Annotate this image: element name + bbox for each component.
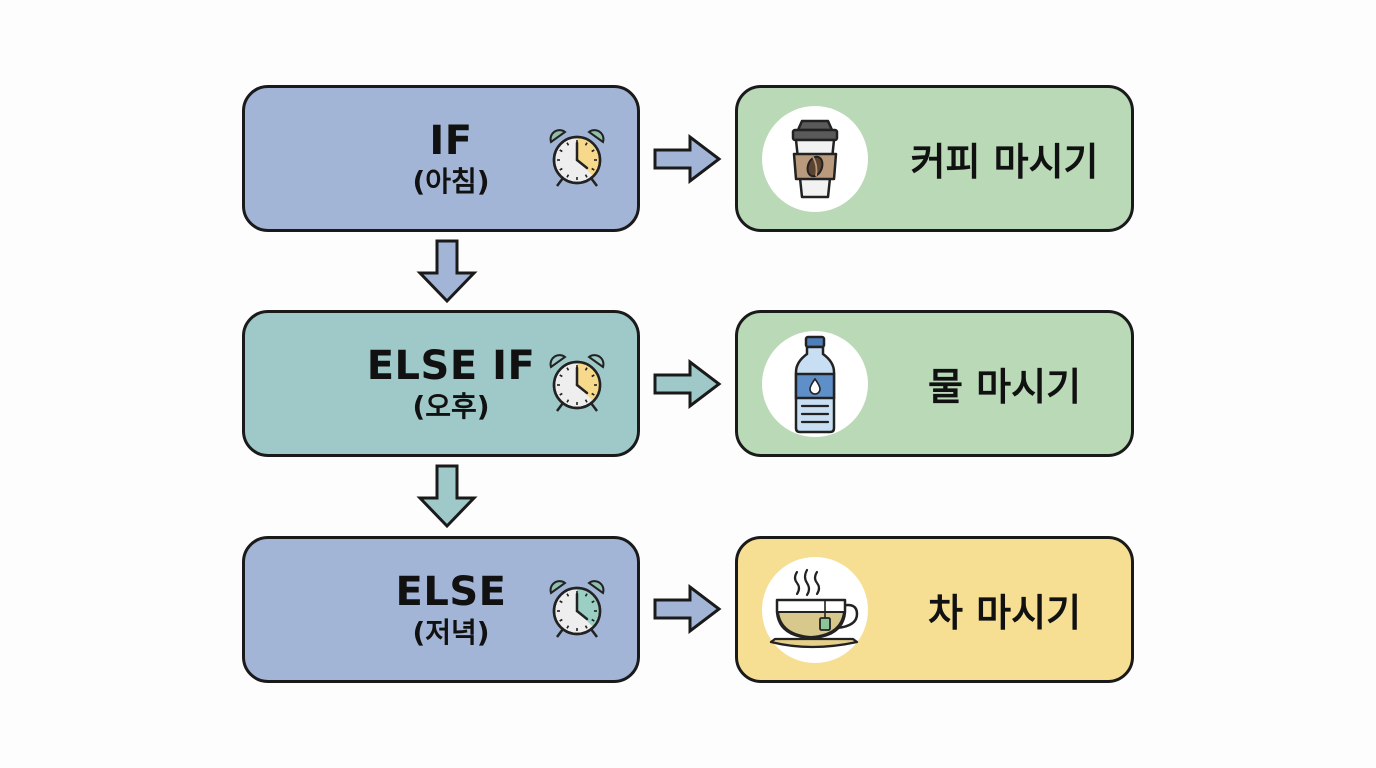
coffee-action-box: 커피 마시기	[735, 85, 1134, 232]
if-condition-box: IF (아침)	[242, 85, 640, 232]
action-label: 물 마시기	[927, 365, 1082, 409]
tea-action-box: 차 마시기	[735, 536, 1134, 683]
arrow-right-icon	[653, 584, 722, 634]
tea-cup-icon	[769, 568, 859, 649]
water-bottle-icon	[794, 335, 836, 434]
action-label: 커피 마시기	[910, 140, 1099, 184]
alarm-clock-icon	[549, 354, 605, 412]
arrow-right-icon	[653, 134, 722, 184]
coffee-cup-icon	[791, 119, 839, 199]
alarm-clock-icon	[549, 580, 605, 638]
arrow-down-icon	[416, 464, 478, 529]
action-label: 차 마시기	[927, 591, 1082, 635]
condition-time: (저녁)	[412, 615, 490, 649]
else-condition-box: ELSE (저녁)	[242, 536, 640, 683]
condition-keyword: ELSE IF	[366, 342, 536, 389]
alarm-clock-icon	[549, 129, 605, 187]
condition-keyword: ELSE	[395, 568, 507, 615]
water-action-box: 물 마시기	[735, 310, 1134, 457]
arrow-down-icon	[416, 239, 478, 304]
condition-keyword: IF	[429, 117, 473, 164]
arrow-right-icon	[653, 359, 722, 409]
condition-time: (아침)	[412, 164, 490, 198]
else-if-condition-box: ELSE IF (오후)	[242, 310, 640, 457]
condition-time: (오후)	[412, 389, 490, 423]
